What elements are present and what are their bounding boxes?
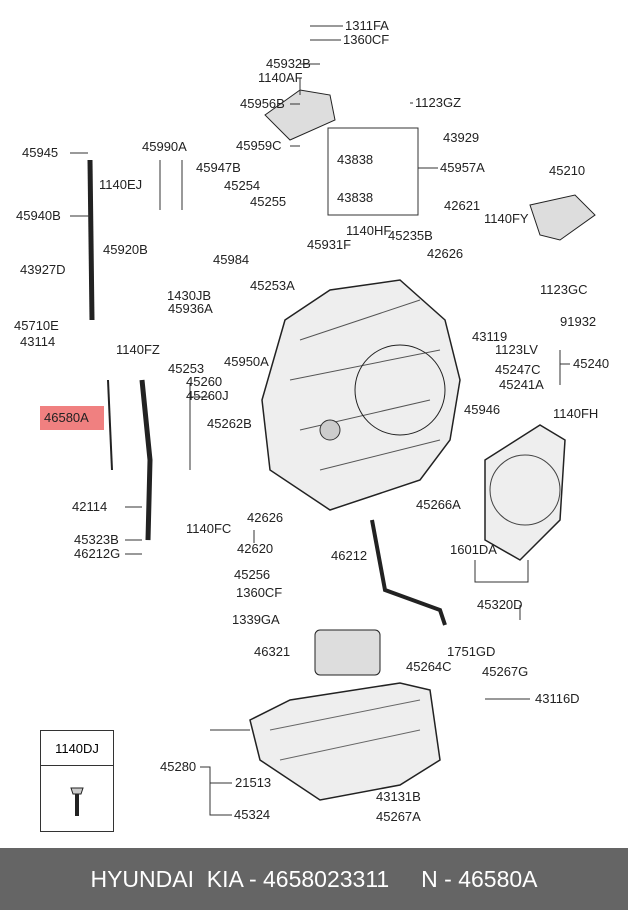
part-label: 45947B [196, 160, 241, 175]
part-label: 43131B [376, 789, 421, 804]
part-label: 1311FA [345, 18, 389, 33]
part-label: 45247C [495, 362, 541, 377]
part-label: 1430JB [167, 288, 212, 303]
part-label: 45254 [224, 178, 261, 193]
footer-reference: N - 46580A [421, 865, 538, 892]
part-label: 45946 [464, 402, 501, 417]
part-label: 45280 [160, 759, 197, 774]
part-label: 45240 [573, 356, 610, 371]
part-label: 42626 [247, 510, 284, 525]
part-label: 42621 [444, 198, 481, 213]
part-label: 45260J [186, 388, 229, 403]
part-label: 45920B [103, 242, 148, 257]
part-label: 1123LV [495, 342, 538, 357]
part-label: 1140FH [553, 406, 599, 421]
part-label: 1123GZ [415, 95, 462, 110]
part-label: 45255 [250, 194, 287, 209]
part-label: 43114 [20, 334, 56, 349]
part-label: 43116D [535, 691, 580, 706]
footer-bar: HYUNDAI KIA - 4658023311 N - 46580A [0, 848, 628, 910]
part-label: 45264C [406, 659, 452, 674]
part-label: 45266A [416, 497, 461, 512]
part-label: 42626 [427, 246, 464, 261]
part-label: 43119 [472, 329, 508, 344]
part-label: 1140FC [186, 521, 232, 536]
part-label: 45950A [224, 354, 269, 369]
part-label: 45253 [168, 361, 205, 376]
part-label: 1601DA [450, 542, 497, 557]
footer-separator [389, 866, 421, 893]
part-label: 1339GA [232, 612, 280, 627]
bolt-icon [70, 787, 84, 816]
part-label: 45932B [266, 56, 311, 71]
part-label: 91932 [560, 314, 597, 329]
part-label: 1140HF [346, 223, 392, 238]
part-label: 1360CF [236, 585, 283, 600]
part-label: 1140FY [484, 211, 529, 226]
part-label: 45262B [207, 416, 252, 431]
part-label: 45940B [16, 208, 61, 223]
part-label: 45210 [549, 163, 586, 178]
part-label: 45959C [236, 138, 282, 153]
part-label: 45990A [142, 139, 187, 154]
legend-box-title: 1140DJ [41, 731, 113, 766]
part-label: 45324 [234, 807, 271, 822]
part-label: 1751GD [447, 644, 496, 659]
part-label: 45710E [14, 318, 59, 333]
parts-diagram: 1311FA 1360CF 45932B 1140AF 45956B 1123G… [14, 18, 610, 832]
part-label: 45323B [74, 532, 119, 547]
part-label: 1123GC [540, 282, 588, 297]
part-label: 45320D [477, 597, 523, 612]
part-label: 1360CF [343, 32, 390, 47]
part-label: 43929 [443, 130, 480, 145]
part-label: 45956B [240, 96, 285, 111]
part-label: 46321 [254, 644, 291, 659]
part-label: 21513 [235, 775, 272, 790]
transmission-case [261, 279, 461, 511]
part-label: 46212G [74, 546, 121, 561]
side-cover [484, 424, 566, 561]
legend-box-1140DJ: 1140DJ [40, 730, 114, 832]
part-label: 46212 [331, 548, 368, 563]
part-label: 1140EJ [99, 177, 143, 192]
part-label: 45256 [234, 567, 271, 582]
diagram-drawing [70, 25, 596, 816]
highlight-46580A [40, 406, 104, 430]
part-label: 42620 [237, 541, 274, 556]
part-label: 42114 [72, 499, 108, 514]
part-label: 45931F [307, 237, 352, 252]
footer-part-number: HYUNDAI KIA - 4658023311 [90, 865, 390, 892]
part-label: 43838 [337, 190, 374, 205]
part-label: 45260 [186, 374, 223, 389]
part-label: 45235B [388, 228, 433, 243]
part-label: 45267G [482, 664, 529, 679]
part-label: 45241A [499, 377, 544, 392]
oil-pan [249, 682, 441, 801]
part-label: 45957A [440, 160, 485, 175]
part-label: 45936A [168, 301, 213, 316]
part-label: 1140AF [258, 70, 303, 85]
part-label: 1140FZ [116, 342, 160, 357]
part-label: 45267A [376, 809, 421, 824]
part-label: 43838 [337, 152, 374, 167]
part-label: 43927D [20, 262, 66, 277]
part-label: 45984 [213, 252, 250, 267]
part-label: 45253A [250, 278, 295, 293]
part-label-highlighted: 46580A [44, 410, 89, 425]
part-label: 45945 [22, 145, 59, 160]
